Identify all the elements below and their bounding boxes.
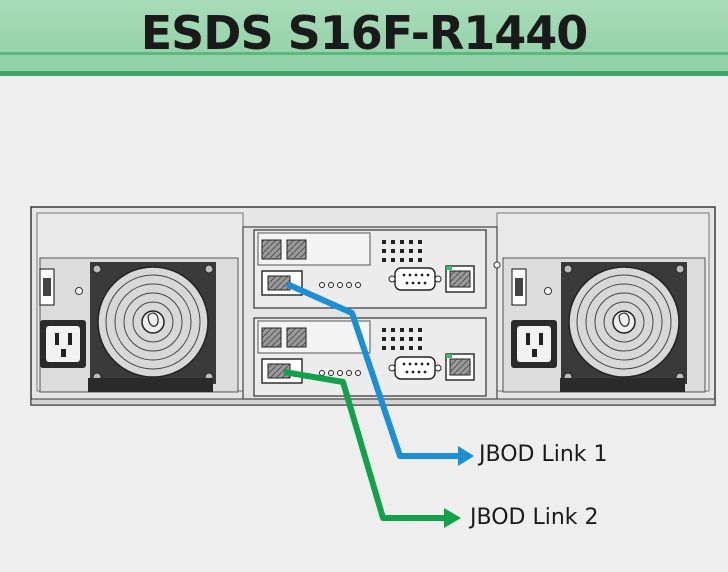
status-led-icon xyxy=(75,287,83,295)
jbod-link-1-label: JBOD Link 1 xyxy=(479,442,608,467)
power-switch-icon xyxy=(39,268,55,306)
power-switch-icon xyxy=(511,268,527,306)
power-socket-icon xyxy=(511,320,557,368)
banner-stripe xyxy=(0,52,728,55)
title-banner: ESDS S16F-R1440 xyxy=(0,0,728,76)
vent-grid xyxy=(382,328,422,350)
status-led-icon xyxy=(319,282,361,288)
serial-port-icon xyxy=(388,356,442,380)
power-supply-left xyxy=(39,257,239,393)
controller-module-2 xyxy=(253,317,487,397)
power-socket-icon xyxy=(40,320,86,368)
serial-port-icon xyxy=(388,267,442,291)
fan-icon xyxy=(90,262,216,384)
ethernet-port-icon xyxy=(445,353,475,381)
jbod-link-2-label: JBOD Link 2 xyxy=(470,505,599,530)
jbod-link-2-cable xyxy=(283,369,461,528)
page-title: ESDS S16F-R1440 xyxy=(140,5,589,60)
power-supply-right xyxy=(502,257,706,393)
vent-grid xyxy=(382,240,422,262)
status-led-icon xyxy=(319,370,361,376)
status-led-icon xyxy=(544,287,552,295)
ethernet-port-icon xyxy=(445,265,475,293)
jbod-link-1-cable xyxy=(285,281,474,466)
fan-icon xyxy=(561,262,687,384)
sfp-port-icon xyxy=(261,270,303,296)
controller-module-1 xyxy=(253,229,501,309)
